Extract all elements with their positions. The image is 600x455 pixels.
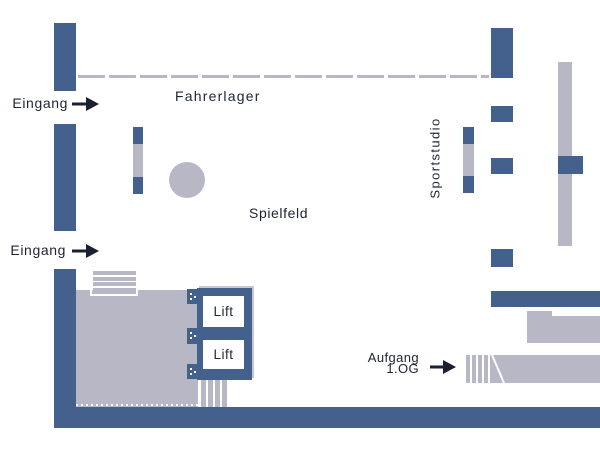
barrier-field-left <box>133 127 143 194</box>
stairs-label-line1: Aufgang <box>367 350 419 365</box>
barrier-gym <box>463 127 474 193</box>
lift-door-marker <box>187 364 200 379</box>
entrance-top-label: Eingang <box>12 95 68 111</box>
pillar-right-c <box>491 249 513 267</box>
pillar-right-a <box>491 106 513 122</box>
stair-direction-line <box>491 355 505 383</box>
wall-bottom-left <box>54 269 76 428</box>
gym-partition-wall <box>558 62 572 246</box>
wall-mid-left <box>54 124 76 231</box>
arrow-right-icon <box>72 244 99 258</box>
arrow-right-icon <box>430 360 456 374</box>
barrier-segment <box>463 176 474 193</box>
tribune-stair-step <box>93 287 136 292</box>
lift-door-marker <box>187 289 200 304</box>
lift-shaft-1: Lift <box>203 296 244 327</box>
stairs-label: Aufgang 1.OG <box>330 350 419 376</box>
wall-right-horizontal <box>491 291 600 307</box>
lift-stair-stripe <box>208 380 213 407</box>
pillar-right-b <box>491 158 513 174</box>
stair-step-line <box>476 355 478 383</box>
tribune-stair-step <box>93 276 136 281</box>
tribune-dotted-edge <box>76 404 226 406</box>
paddock-label: Fahrerlager <box>175 88 261 104</box>
lift-stair-stripe <box>222 380 227 407</box>
lift-stair-stripe <box>201 380 206 407</box>
lift-stair-stripe <box>215 380 220 407</box>
playfield-label: Spielfeld <box>249 205 309 221</box>
entrance-bottom-label: Eingang <box>10 242 66 258</box>
wall-top-left <box>54 23 76 91</box>
barrier-segment <box>463 144 474 176</box>
paddock-dashed-boundary <box>78 75 489 78</box>
gym-label: Sportstudio <box>427 117 443 199</box>
barrier-segment <box>133 144 143 177</box>
stair-step-line <box>482 355 484 383</box>
circle-feature <box>169 162 205 198</box>
arrow-right-icon <box>72 97 99 111</box>
tribune-stair-step <box>93 282 136 286</box>
wall-bottom <box>54 407 600 428</box>
stair-step-line <box>470 355 472 383</box>
barrier-segment <box>133 177 143 194</box>
barrier-segment <box>133 127 143 144</box>
lift-door-marker <box>187 328 200 344</box>
tribune-stair-step <box>93 271 136 275</box>
stairs-label-line2: 1.OG <box>386 360 419 376</box>
platform-step-right <box>527 311 552 316</box>
lift-shaft-2: Lift <box>203 340 244 369</box>
lift-label: Lift <box>213 304 234 319</box>
stair-step-line <box>488 355 490 383</box>
tribune-stair-outline <box>90 286 138 296</box>
pillar-top-right <box>491 28 513 78</box>
gym-partition-crossbar <box>558 156 583 174</box>
platform-right <box>527 316 600 343</box>
lift-label: Lift <box>213 347 234 362</box>
barrier-segment <box>463 127 474 144</box>
tribune-block <box>76 290 198 407</box>
